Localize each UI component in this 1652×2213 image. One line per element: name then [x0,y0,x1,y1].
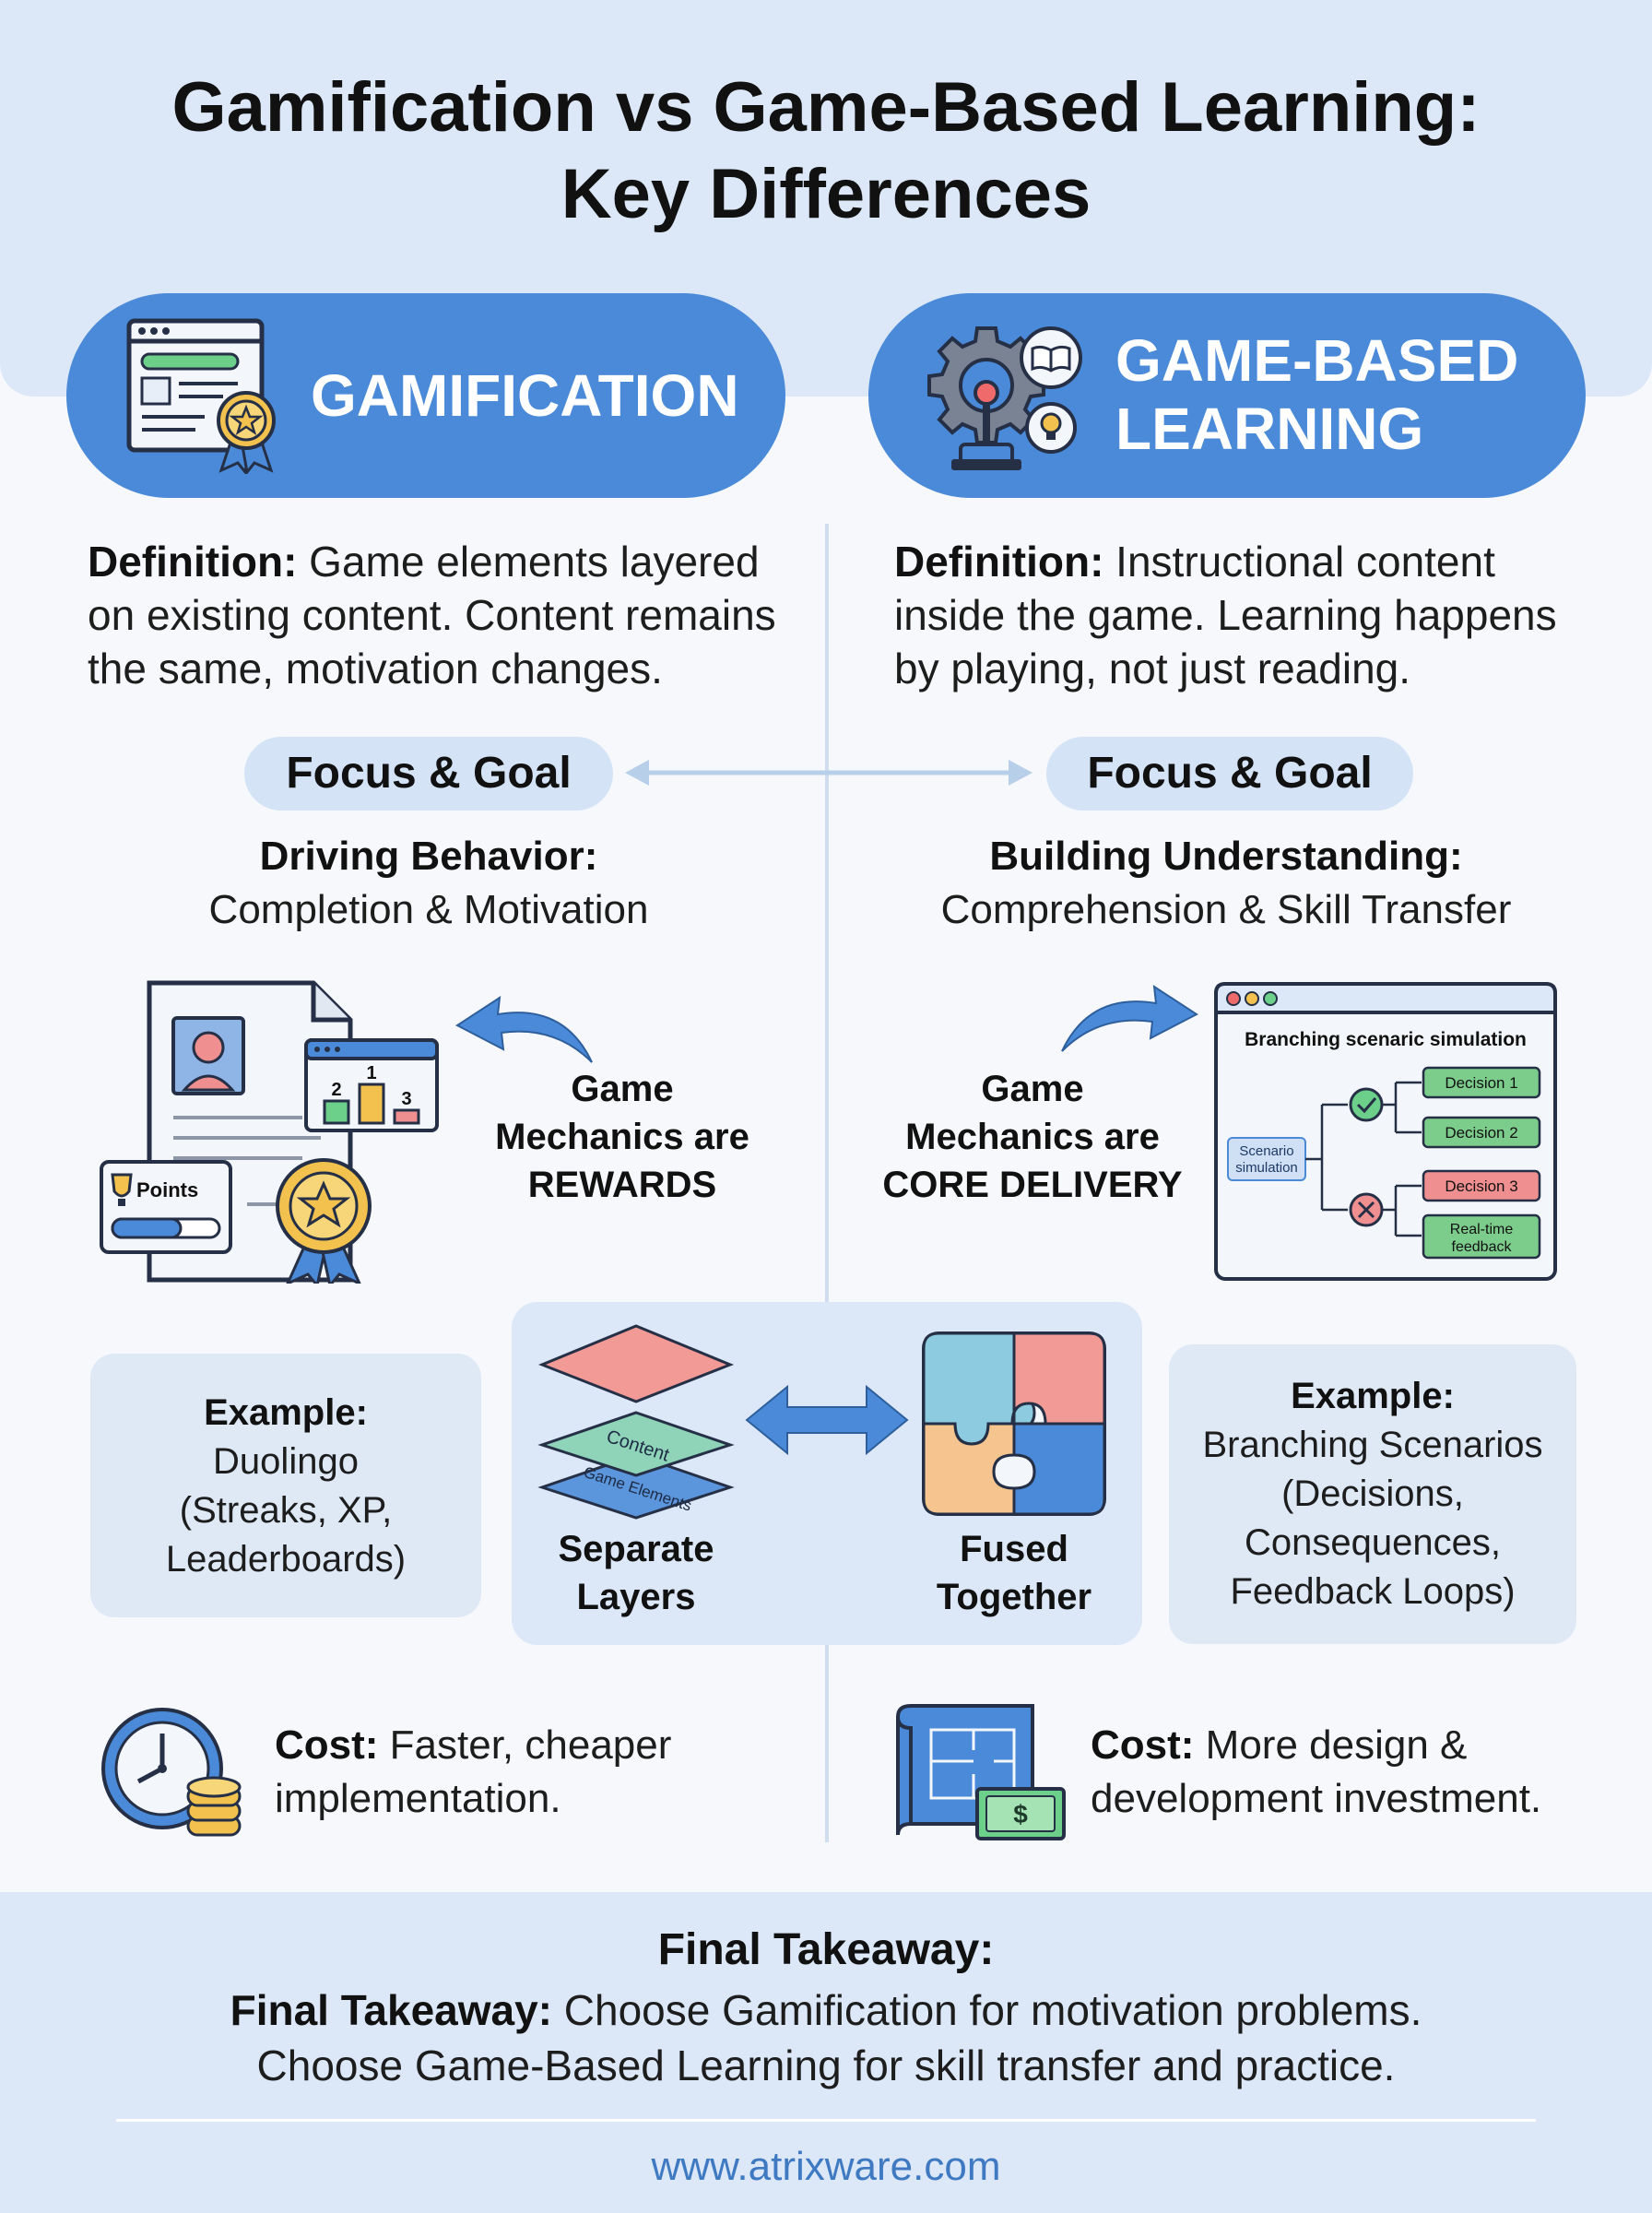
example-line-4: Feedback Loops) [1230,1571,1516,1612]
example-text: Example: Branching Scenarios (Decisions,… [1169,1372,1576,1616]
goal-text: Completion & Motivation [208,887,649,932]
takeaway-label: Final Takeaway: [230,1986,552,2034]
mechanics-line-3: CORE DELIVERY [882,1165,1183,1205]
definition-text: Instructional content inside the game. L… [894,538,1557,692]
dollar-sign: $ [1013,1800,1028,1828]
goal-text: Comprehension & Skill Transfer [940,887,1512,932]
gbl-title-line-1: GAME-BASED [1115,327,1519,394]
curved-arrow-left-icon [455,996,593,1063]
rewards-illustration: 2 1 3 Points [100,980,439,1284]
scenario-label-1: Scenario [1239,1143,1293,1159]
fused-together-label: Fused Together [913,1525,1115,1621]
takeaway-text: Final Takeaway: Choose Gamification for … [111,1982,1541,2093]
gbl-title: GAME-BASED LEARNING [1115,326,1518,463]
definition-label: Definition: [894,538,1104,586]
gamification-mechanics: Game Mechanics are REWARDS [470,1065,774,1209]
separate-layers-label: Separate Layers [535,1525,738,1621]
scenario-label-2: simulation [1235,1160,1298,1176]
double-arrow-icon [625,760,1032,786]
mechanics-line-3: REWARDS [527,1165,717,1205]
gamification-title: GAMIFICATION [311,362,739,429]
example-line-1: Branching Scenarios [1202,1425,1543,1465]
title-line-1: Gamification vs Game-Based Learning: [171,68,1481,147]
gamification-definition: Definition: Game elements layered on exi… [88,535,788,695]
focus-goal-pill-right: Focus & Goal [1046,737,1413,811]
example-line-2: (Decisions, [1281,1473,1464,1514]
example-label: Example: [204,1392,368,1433]
takeaway-text-1: Choose Gamification for motivation probl… [552,1986,1422,2034]
column-divider [825,524,829,1842]
gamification-cost: Cost: Faster, cheaper implementation. [275,1719,791,1826]
separate-line-2: Layers [576,1577,696,1617]
mechanics-line-1: Game [981,1069,1084,1109]
takeaway-line-2: Choose Game-Based Learning for skill tra… [256,2041,1396,2089]
separate-line-1: Separate [558,1529,714,1569]
gbl-definition: Definition: Instructional content inside… [894,535,1576,695]
rank-3: 3 [401,1089,411,1109]
rank-2: 2 [331,1080,341,1100]
example-label: Example: [1291,1376,1455,1416]
gbl-example-box: Example: Branching Scenarios (Decisions,… [1169,1344,1576,1644]
takeaway-heading: Final Takeaway: [657,1925,995,1974]
trophy-icon [111,1173,133,1198]
example-line-1: Duolingo [213,1441,359,1482]
simulation-title: Branching scenaric simulation [1245,1029,1527,1050]
decision-3: Decision 3 [1445,1178,1517,1195]
points-label: Points [136,1178,198,1201]
feedback-line-2: feedback [1452,1239,1513,1255]
footer-divider [116,2119,1536,2122]
branching-simulation-window: Branching scenaric simulation Scenario s… [1214,982,1557,1281]
takeaway-banner [0,1892,1652,2213]
page-title: Gamification vs Game-Based Learning: Key… [0,65,1652,238]
gbl-mechanics: Game Mechanics are CORE DELIVERY [867,1065,1198,1209]
clock-coins-icon [101,1708,242,1837]
mechanics-line-2: Mechanics are [495,1117,749,1157]
separate-layers-icon: Content Game Elements [537,1324,735,1520]
gbl-goal: Building Understanding: Comprehension & … [876,830,1576,937]
focus-goal-pill-left: Focus & Goal [244,737,613,811]
gbl-cost: Cost: More design & development investme… [1091,1719,1607,1826]
example-line-3: Consequences, [1245,1522,1501,1563]
definition-text: Game elements layered on existing conten… [88,538,776,692]
gamification-example-box: Example: Duolingo (Streaks, XP, Leaderbo… [90,1354,481,1617]
mechanics-line-2: Mechanics are [905,1117,1160,1157]
cost-text: Faster, cheaper implementation. [275,1722,672,1821]
curved-arrow-right-icon [1061,985,1198,1052]
takeaway-line-1: Final Takeaway: Choose Gamification for … [111,1982,1541,2038]
fused-line-2: Together [936,1577,1092,1617]
example-text: Example: Duolingo (Streaks, XP, Leaderbo… [90,1389,481,1584]
example-line-2: (Streaks, XP, [179,1490,393,1531]
fused-line-1: Fused [960,1529,1068,1569]
cost-label: Cost: [275,1722,379,1768]
certificate-badge-icon [126,318,276,474]
blueprint-money-icon: $ [896,1704,1066,1840]
footer-url-link[interactable]: www.atrixware.com [651,2144,1001,2189]
definition-label: Definition: [88,538,298,586]
mechanics-line-1: Game [571,1069,674,1109]
rank-1: 1 [366,1063,376,1083]
check-icon [1349,1087,1384,1122]
gamification-goal: Driving Behavior: Completion & Motivatio… [129,830,728,937]
coins-stack [186,1776,242,1837]
title-line-2: Key Differences [560,155,1092,233]
gamification-header: GAMIFICATION [66,293,785,498]
fused-puzzle-icon [922,1331,1106,1516]
cost-label: Cost: [1091,1722,1195,1768]
cost-text: More design & development investment. [1091,1722,1542,1821]
decision-1: Decision 1 [1445,1074,1517,1092]
medal-icon [276,1158,372,1284]
goal-title: Building Understanding: [989,834,1463,879]
gbl-title-line-2: LEARNING [1115,396,1424,462]
example-line-3: Leaderboards) [165,1539,407,1580]
gear-joystick-icon [927,326,1082,470]
leaderboard-window: 2 1 3 [304,1038,439,1132]
feedback-line-1: Real-time [1450,1222,1514,1237]
gbl-header: GAME-BASED LEARNING [868,293,1586,498]
decision-2: Decision 2 [1445,1124,1517,1142]
bidirectional-arrow-icon [745,1384,909,1456]
points-card: Points [100,1160,232,1254]
goal-title: Driving Behavior: [259,834,598,879]
